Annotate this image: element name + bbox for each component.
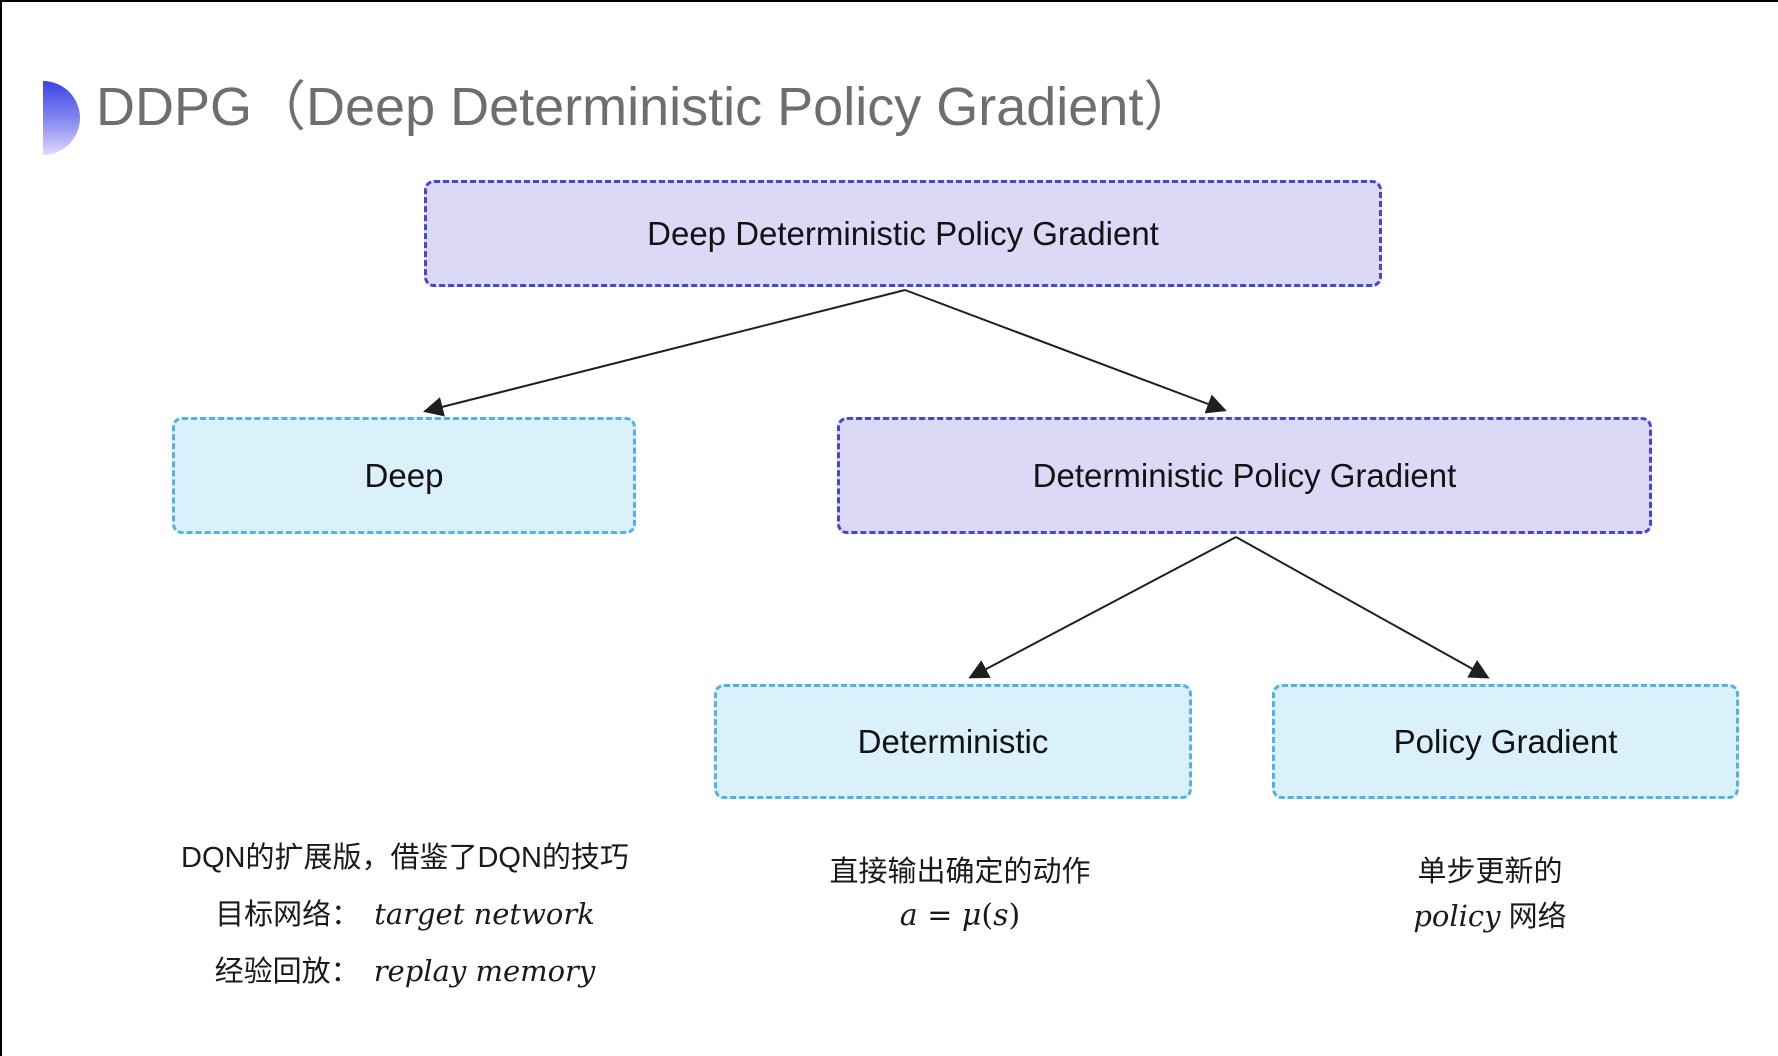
note-line-target-network: 目标网络： target network [100, 892, 710, 937]
formula-s: s [993, 898, 1009, 933]
title-bullet-icon [43, 81, 80, 155]
node-deep-deterministic-policy-gradient: Deep Deterministic Policy Gradient [424, 180, 1382, 287]
window-edge-top [0, 0, 1778, 2]
node-deep: Deep [172, 417, 636, 534]
formula-mu: μ [961, 898, 982, 933]
node-deterministic-policy-gradient: Deterministic Policy Gradient [837, 417, 1652, 534]
note-line-action: 直接输出确定的动作 [829, 856, 1091, 888]
network-word: 网络 [1500, 901, 1567, 933]
node-label: Deep [364, 456, 444, 494]
note-deep-annotation: DQN的扩展版，借鉴了DQN的技巧 目标网络： target network 经验… [100, 836, 710, 1006]
policy-word: policy [1413, 899, 1501, 933]
node-policy-gradient: Policy Gradient [1272, 684, 1739, 799]
formula-open-paren: ( [981, 898, 994, 933]
replay-memory-value: replay memory [373, 954, 596, 988]
target-network-value: target network [374, 897, 595, 931]
note-deterministic-annotation: 直接输出确定的动作 a = μ(s) [740, 850, 1180, 938]
note-policy-gradient-annotation: 单步更新的 policy 网络 [1280, 850, 1700, 939]
formula-close-paren: ) [1008, 898, 1021, 933]
node-label: Deterministic [857, 722, 1049, 760]
target-network-label: 目标网络： [215, 899, 361, 931]
node-label: Deep Deterministic Policy Gradient [647, 214, 1159, 252]
replay-memory-label: 经验回放： [214, 956, 360, 988]
node-deterministic: Deterministic [714, 684, 1192, 799]
note-line-dqn: DQN的扩展版，借鉴了DQN的技巧 [181, 842, 629, 874]
formula-a-equals-mu-s: a = μ(s) [740, 894, 1180, 938]
formula-a: a [899, 898, 918, 933]
window-edge-left [0, 0, 2, 1056]
note-line-policy-network: policy 网络 [1280, 894, 1700, 939]
node-label: Deterministic Policy Gradient [1032, 456, 1457, 494]
formula-equals: = [917, 898, 962, 933]
note-line-single-step: 单步更新的 [1417, 856, 1563, 888]
page-title: DDPG（Deep Deterministic Policy Gradient） [96, 77, 1198, 137]
node-label: Policy Gradient [1393, 722, 1618, 760]
note-line-replay-memory: 经验回放： replay memory [100, 949, 710, 994]
